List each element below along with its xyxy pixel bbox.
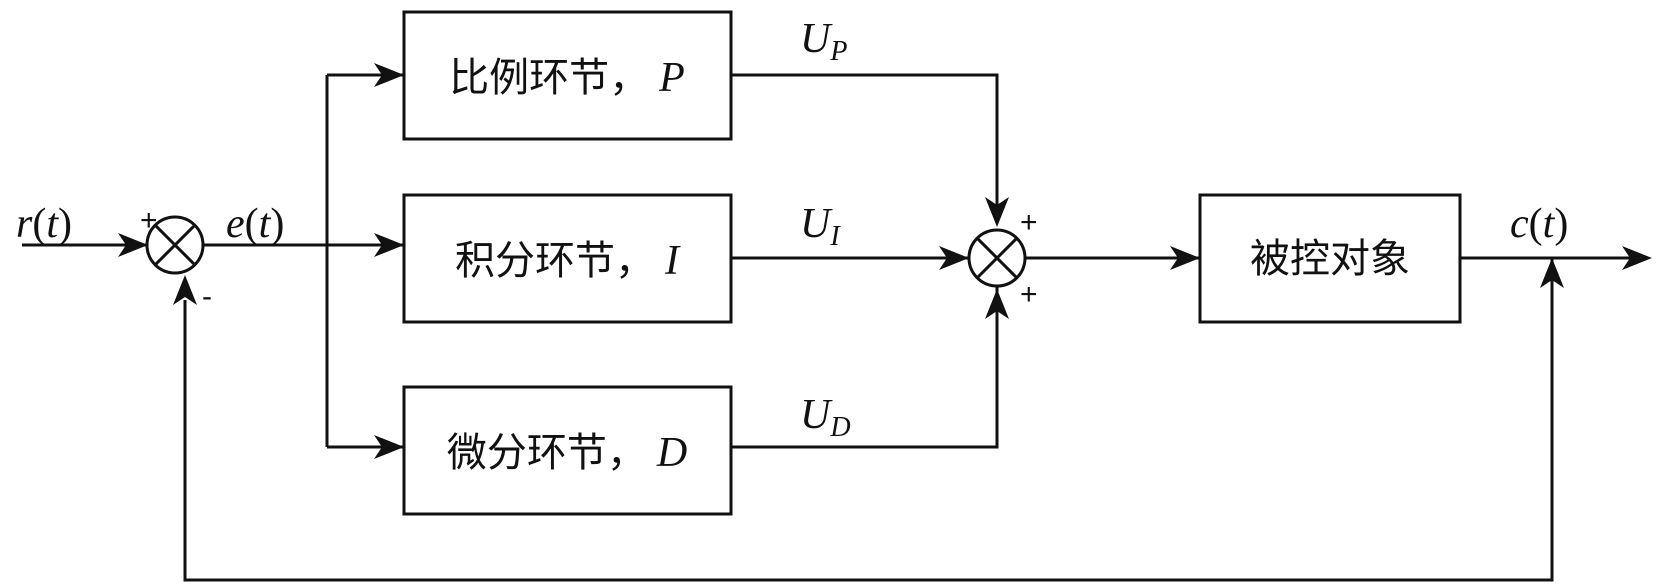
derivative-block-label: 微分环节，D (447, 430, 687, 476)
output-arrowhead (1622, 246, 1652, 270)
plant-block-label: 被控对象 (1250, 236, 1410, 282)
feedback-wire (183, 258, 1554, 582)
sum2-plus-top-sign: + (1020, 206, 1038, 239)
summing-junction-1 (145, 215, 205, 275)
ud-wire (731, 286, 999, 449)
sum1-minus-sign: - (202, 280, 212, 313)
up-signal-label: UP (800, 16, 847, 67)
integral-block (402, 193, 733, 324)
up-arrowhead (985, 197, 1009, 227)
feedback-up-arrowhead (1540, 258, 1564, 288)
i-input-arrowhead (374, 233, 404, 257)
proportional-block-label: 比例环节，P (449, 55, 685, 101)
plant-block (1198, 193, 1462, 324)
ui-signal-label: UI (800, 201, 841, 252)
plant-input-arrowhead (1170, 246, 1200, 270)
input-arrowhead (118, 233, 148, 257)
summing-junction-2 (967, 228, 1027, 288)
integral-block-label: 积分环节，I (455, 238, 681, 284)
sum2-plus-bottom-sign: + (1020, 278, 1038, 311)
up-wire (731, 73, 999, 217)
ud-signal-label: UD (800, 392, 851, 443)
ui-arrowhead (939, 246, 969, 270)
p-input-arrowhead (374, 63, 404, 87)
output-signal-label: c(t) (1510, 201, 1568, 247)
ud-arrowhead (985, 289, 1009, 319)
feedback-arrowhead (173, 275, 197, 305)
derivative-block (402, 385, 733, 516)
proportional-block (402, 10, 733, 141)
sum1-plus-sign: + (140, 204, 158, 237)
input-signal-label: r(t) (16, 201, 72, 247)
d-input-arrowhead (374, 435, 404, 459)
error-signal-label: e(t) (226, 201, 284, 247)
